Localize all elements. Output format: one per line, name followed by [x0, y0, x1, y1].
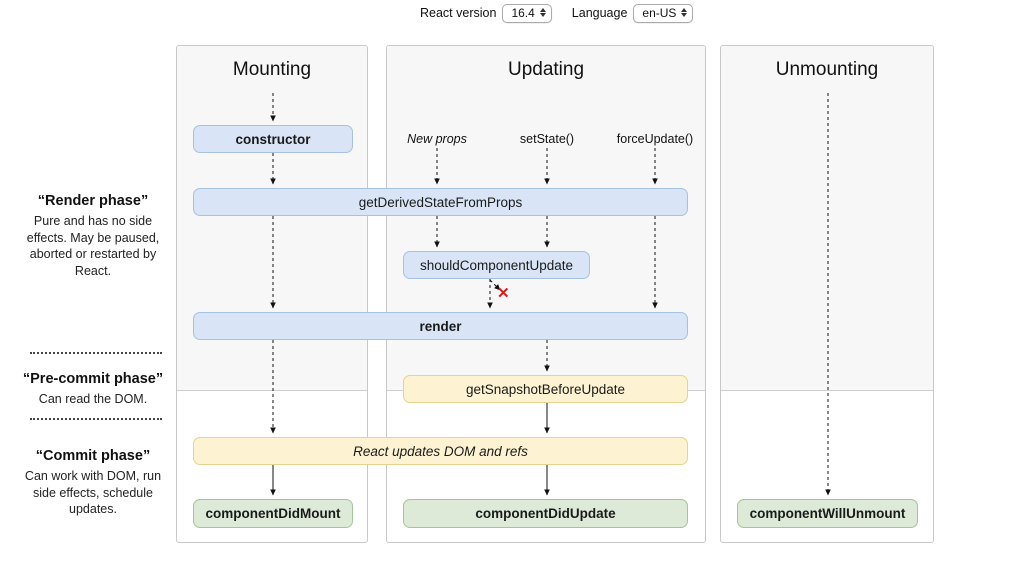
react-version-label: React version	[420, 6, 497, 20]
constructor-box[interactable]: constructor	[193, 125, 353, 153]
updating-column: Updating	[386, 45, 706, 543]
language-label: Language	[571, 6, 628, 20]
language-select[interactable]: en-US	[633, 3, 694, 23]
render-phase-description: Pure and has no side effects. May be pau…	[26, 214, 160, 278]
commit-phase-description: Can work with DOM, run side effects, sch…	[24, 469, 162, 516]
trigger-new-props: New props	[407, 132, 467, 146]
component-will-unmount-box[interactable]: componentWillUnmount	[737, 499, 918, 528]
phase-divider	[30, 352, 162, 354]
render-phase-shade	[721, 46, 933, 391]
phase-divider	[30, 418, 162, 420]
updating-column-title: Updating	[507, 59, 585, 80]
unmounting-column-title: Unmounting	[775, 59, 879, 80]
unmounting-column: Unmounting	[720, 45, 934, 543]
get-snapshot-before-update-box[interactable]: getSnapshotBeforeUpdate	[403, 375, 688, 403]
react-updates-dom-box: React updates DOM and refs	[193, 437, 688, 465]
stepper-icon	[681, 8, 688, 17]
pre-commit-phase-description: Can read the DOM.	[38, 392, 148, 406]
language-value: en-US	[642, 5, 677, 20]
get-derived-state-from-props-box[interactable]: getDerivedStateFromProps	[193, 188, 688, 216]
component-did-mount-box[interactable]: componentDidMount	[193, 499, 353, 528]
mounting-column-title: Mounting	[232, 59, 312, 80]
mounting-column: Mounting	[176, 45, 368, 543]
toolbar: React version 16.4 Language en-US	[420, 2, 694, 24]
trigger-set-state: setState()	[519, 132, 575, 146]
stepper-icon	[539, 8, 546, 17]
trigger-force-update: forceUpdate()	[616, 132, 694, 146]
render-box[interactable]: render	[193, 312, 688, 340]
react-version-select[interactable]: 16.4	[502, 3, 552, 23]
react-version-value: 16.4	[511, 5, 535, 20]
should-component-update-box[interactable]: shouldComponentUpdate	[403, 251, 590, 279]
commit-phase-title: “Commit phase”	[35, 448, 151, 464]
scu-false-skip-icon: ✕	[497, 285, 510, 302]
component-did-update-box[interactable]: componentDidUpdate	[403, 499, 688, 528]
render-phase-title: “Render phase”	[37, 193, 149, 209]
pre-commit-phase-title: “Pre-commit phase”	[22, 371, 164, 387]
